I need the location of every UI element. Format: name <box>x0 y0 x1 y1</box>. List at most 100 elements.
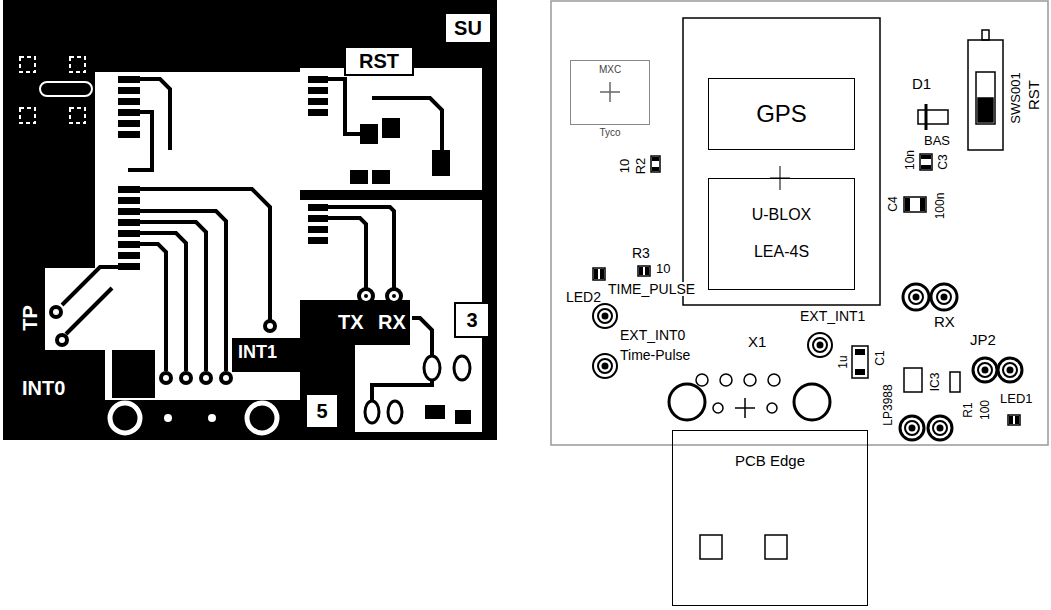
copper-vias <box>267 323 273 329</box>
part-ref: IC3 <box>929 373 941 392</box>
node-text: PCB Edge <box>735 453 805 470</box>
ic-pads <box>118 197 140 204</box>
copper-vias <box>392 294 396 298</box>
ic-pads <box>112 76 471 424</box>
module-label-box: GPS <box>708 78 855 150</box>
part-value: SWS001 <box>1009 72 1022 123</box>
copper-pads-dashed <box>20 108 35 123</box>
silkscreen-fills <box>594 269 598 279</box>
through-hole-pads <box>933 421 947 435</box>
through-hole-pads <box>818 343 823 348</box>
through-hole-pads <box>928 416 952 440</box>
silkscreen-fills <box>600 269 604 279</box>
silkscreen-fills <box>652 157 659 161</box>
copper-traces <box>62 267 118 305</box>
copper-traces <box>328 207 394 288</box>
ic-pads <box>118 131 140 138</box>
connector-footprint: MXCTyco <box>570 60 650 125</box>
signal-label: TX <box>338 312 364 332</box>
copper-pads-dashed <box>70 108 85 123</box>
copper-traces <box>62 79 442 401</box>
silkscreen-fills <box>855 369 865 375</box>
board-outline <box>551 1 1048 445</box>
silk-window-label: 5 <box>305 393 339 429</box>
usb-connector-holes <box>794 384 830 420</box>
through-hole-pads <box>909 290 923 304</box>
copper-vias <box>385 287 403 305</box>
through-hole-pads <box>938 426 943 431</box>
part-value: 1u <box>837 355 849 368</box>
copper-vias <box>203 375 209 381</box>
copper-vias <box>163 375 169 381</box>
ic-pads <box>118 263 140 270</box>
silkscreen-parts <box>1008 415 1020 425</box>
part-ref: C3 <box>937 154 949 169</box>
signal-label: INT0 <box>22 378 65 398</box>
crystal-outline <box>40 82 92 96</box>
copper-traces <box>372 98 442 150</box>
part-value: 100 <box>979 400 991 420</box>
node-text: Tyco <box>599 127 620 138</box>
signal-label: RX <box>934 314 955 329</box>
part-ref: LED1 <box>1000 392 1033 405</box>
copper-traces <box>140 222 206 371</box>
copper-traces <box>140 233 186 371</box>
silkscreen-fills <box>855 349 865 355</box>
silkscreen-parts <box>593 18 1020 425</box>
usb-connector-holes <box>713 403 723 413</box>
node-text: MXC <box>599 64 621 75</box>
through-hole-pads <box>937 290 951 304</box>
signal-label: EXT_INT0 <box>620 328 685 342</box>
silkscreen-fills <box>594 155 1019 424</box>
copper-vias <box>53 309 59 315</box>
usb-connector-holes <box>669 374 830 559</box>
silkscreen-parts <box>600 91 620 93</box>
through-hole-pads <box>593 304 617 328</box>
part-value: 10n <box>904 150 916 170</box>
signal-label: TIME_PULSE <box>606 282 697 296</box>
through-hole-pads <box>910 426 915 431</box>
ic-pads <box>308 109 328 116</box>
copper-layer <box>300 68 482 190</box>
part-ref: C4 <box>887 196 899 211</box>
part-ref: JP2 <box>970 332 996 347</box>
copper-vias <box>59 337 65 343</box>
silkscreen-parts <box>683 18 880 305</box>
copper-traces <box>140 79 170 150</box>
ic-pads <box>118 186 140 193</box>
copper-pads-dashed <box>70 57 85 72</box>
ic-pads <box>118 219 140 226</box>
ic-pads <box>308 98 328 105</box>
through-hole-pads <box>914 295 919 300</box>
signal-label: Time-Pulse <box>620 348 690 362</box>
copper-vias <box>179 371 193 385</box>
usb-connector-holes <box>744 374 756 386</box>
silkscreen-parts <box>638 266 650 276</box>
ic-pads <box>382 118 400 138</box>
node-text: 3 <box>466 309 477 331</box>
copper-vias <box>49 287 470 433</box>
through-hole-pads <box>998 358 1022 382</box>
copper-vias <box>454 356 470 380</box>
copper-vias <box>424 356 440 380</box>
through-hole-pads <box>942 295 947 300</box>
board-outline <box>551 1 1048 445</box>
part-ref: R2 <box>634 158 647 175</box>
silkscreen-parts <box>651 156 660 172</box>
through-hole-pads <box>900 416 924 440</box>
ic-pads <box>118 98 140 105</box>
silkscreen-parts <box>920 154 932 170</box>
copper-vias <box>159 371 173 385</box>
copper-vias <box>263 319 277 333</box>
through-hole-pads <box>1003 363 1017 377</box>
through-hole-pads <box>1008 368 1013 373</box>
copper-traces <box>140 244 166 371</box>
through-hole-pads <box>931 284 957 310</box>
through-hole-pads <box>983 368 988 373</box>
ic-pads <box>432 150 450 176</box>
silkscreen-parts <box>925 104 928 130</box>
through-hole-pads <box>973 358 997 382</box>
copper-vias <box>164 414 172 422</box>
copper-traces <box>66 288 112 334</box>
